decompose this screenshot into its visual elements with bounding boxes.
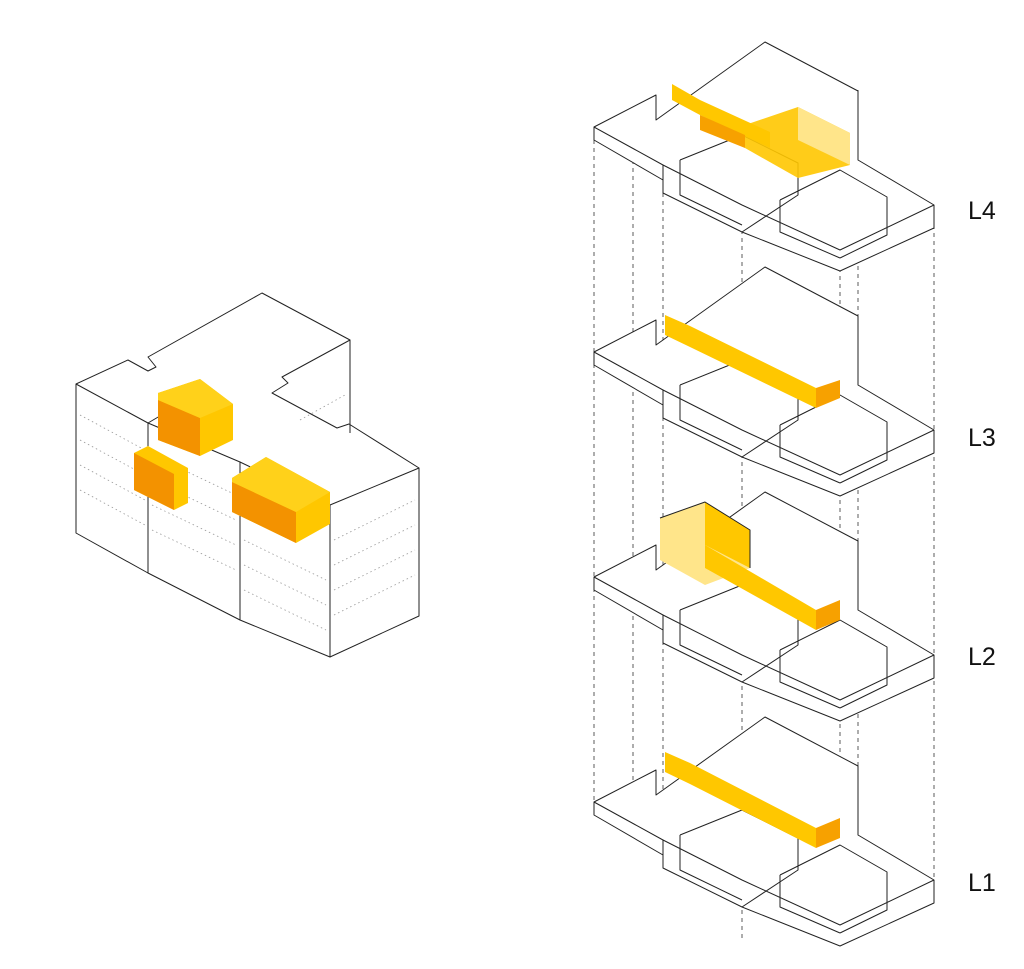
facade-window-lines xyxy=(79,394,416,631)
building-massing-model xyxy=(75,292,420,658)
massing-highlight-volume-3 xyxy=(232,457,330,543)
level-label-l1: L1 xyxy=(968,869,996,897)
level-label-l2: L2 xyxy=(968,643,996,671)
floor-plate-l4 xyxy=(593,41,935,272)
level-label-l4: L4 xyxy=(968,197,996,225)
massing-highlight-volume-1 xyxy=(158,379,233,456)
exploded-floor-stack xyxy=(593,41,935,947)
level-label-l3: L3 xyxy=(968,424,996,452)
massing-highlight-volume-2 xyxy=(134,446,188,510)
massing-east-face xyxy=(329,467,420,658)
floor-plate-l3 xyxy=(593,266,935,497)
floor-plate-l1 xyxy=(593,716,935,947)
floor-plate-l2 xyxy=(593,491,935,722)
